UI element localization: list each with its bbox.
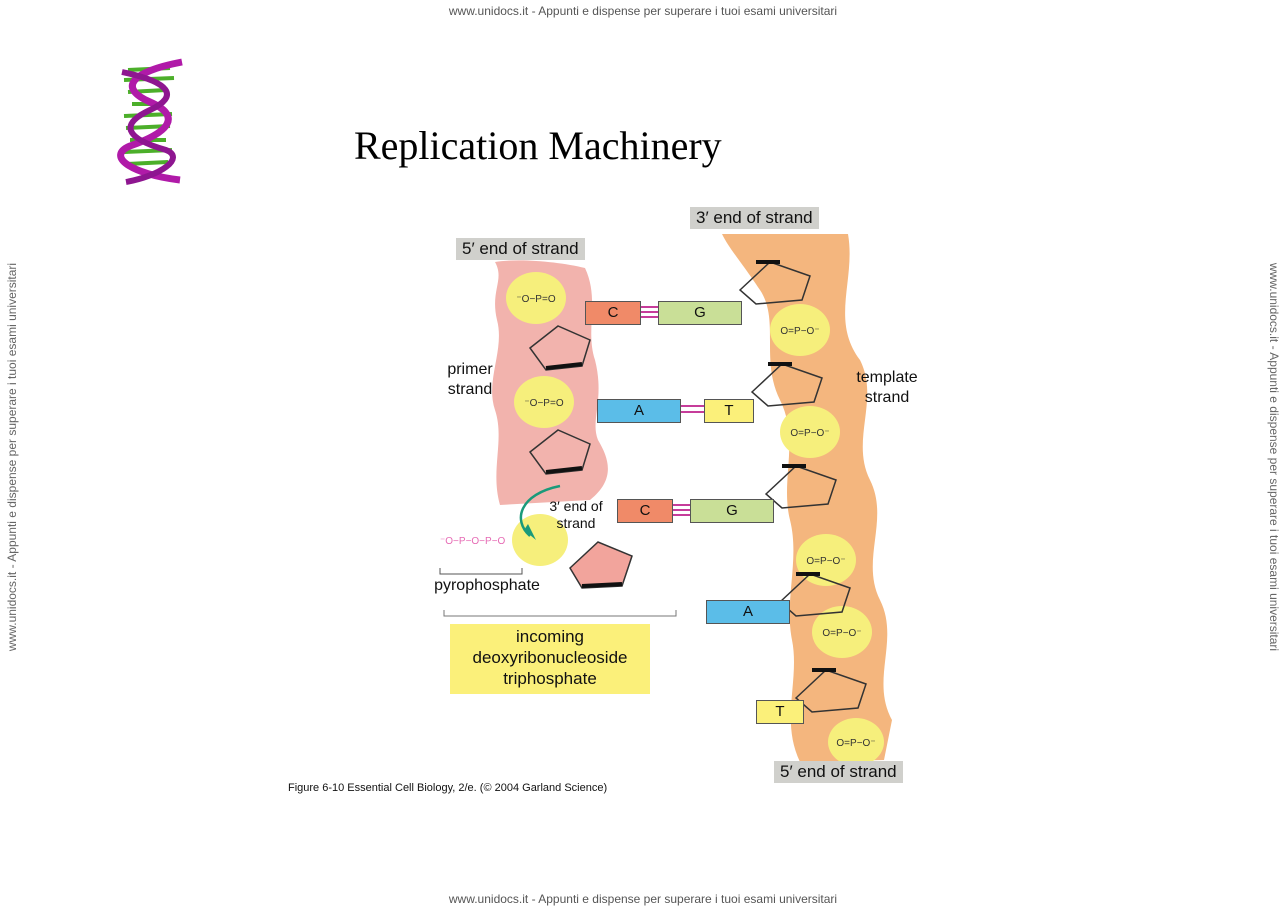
svg-text:O=P−O⁻: O=P−O⁻ [790, 428, 829, 439]
dna-helix-icon [117, 58, 183, 185]
base-C-2: C [617, 499, 673, 523]
sugar-rings [528, 261, 867, 713]
pyrophosphate-label: pyrophosphate [434, 577, 540, 594]
svg-text:O=P−O⁻: O=P−O⁻ [836, 738, 875, 749]
base-G-1: G [658, 301, 742, 325]
base-T-1: T [704, 399, 754, 423]
slide-title: Replication Machinery [354, 123, 722, 168]
svg-text:O=P−O⁻: O=P−O⁻ [806, 556, 845, 567]
base-C-1: C [585, 301, 641, 325]
svg-text:⁻O−P=O: ⁻O−P=O [524, 398, 563, 409]
svg-text:O=P−O⁻: O=P−O⁻ [780, 326, 819, 337]
incoming-nucleotide-label: incoming deoxyribonucleoside triphosphat… [450, 624, 650, 694]
watermark-top: www.unidocs.it - Appunti e dispense per … [448, 4, 838, 18]
figure-caption: Figure 6-10 Essential Cell Biology, 2/e.… [288, 782, 608, 794]
base-A-unpaired: A [706, 600, 790, 624]
base-A-1: A [597, 399, 681, 423]
incoming-sugar [569, 541, 633, 589]
phosphate-groups [506, 272, 884, 766]
template-5-end-label: 5′ end of strand [774, 761, 903, 783]
template-3-end-label: 3′ end of strand [690, 207, 819, 229]
base-T-unpaired: T [756, 700, 804, 724]
pyrophosphate-structure: ⁻O−P−O−P−O [440, 536, 506, 547]
svg-text:O=P−O⁻: O=P−O⁻ [822, 628, 861, 639]
svg-text:⁻O−P=O: ⁻O−P=O [516, 294, 555, 305]
primer-5-end-label: 5′ end of strand [456, 238, 585, 260]
base-G-2: G [690, 499, 774, 523]
watermark-bottom: www.unidocs.it - Appunti e dispense per … [448, 892, 838, 906]
